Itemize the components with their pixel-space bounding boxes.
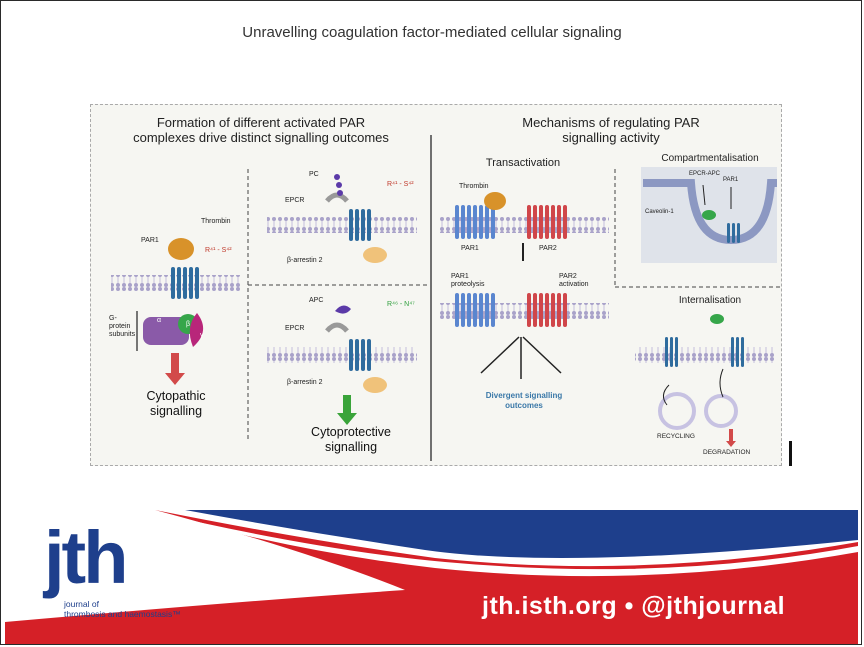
par2-receptor-trans-2 [527,293,567,327]
arrestin-label-bottom: β-arrestin 2 [287,379,323,386]
epcr-top [325,192,349,203]
epcr-bottom [325,322,349,333]
par1-receptor-internal [665,337,678,367]
recycling-arrow [663,384,670,406]
par1-label: PAR1 [141,237,159,244]
par1-epcr-receptor [349,209,371,241]
arrestin-top [363,247,387,263]
footer-banner [5,510,858,644]
par2-trans-label: PAR2 [539,245,557,252]
top-cleavage-site: R⁴¹ - S⁴² [387,181,414,188]
logo-subtitle-2: thrombosis and haemostasis™ [64,609,181,619]
recycling-label: RECYCLING [657,433,695,440]
par1-trans-label: PAR1 [461,245,479,252]
footer-swoosh [5,510,858,644]
green-down-arrow [337,395,357,425]
arrestin-label-top: β-arrestin 2 [287,257,323,264]
thrombin-label: Thrombin [201,218,231,225]
g-beta-label: β [186,321,191,328]
par1-receptor-trans-2 [455,293,495,327]
thrombin-blob-trans [484,192,506,210]
apc-label: APC [309,297,324,304]
white-swoosh [145,510,858,577]
degradation-vesicle [704,394,738,428]
red-down-arrow [165,353,185,385]
g-protein-alpha [143,317,189,345]
par1-receptor-internal-2 [731,337,744,367]
membrane-top-right [267,217,417,233]
footer-website[interactable]: jth.isth.org • @jthjournal [482,592,786,620]
navy-swoosh [185,510,858,558]
thrombin-trans-label: Thrombin [459,183,489,190]
par1-caveola-label: PAR1 [723,177,739,183]
par1-cleavage-site: R⁴¹ - S⁴² [205,247,232,254]
recycling-vesicle [658,392,696,430]
thrombin-blob-left [168,238,194,260]
divergent-arrows [480,336,562,379]
par1-receptor-caveola [727,223,740,243]
pc-bead-1 [334,174,340,180]
compartmentalisation-title: Compartmentalisation [661,153,759,164]
jth-logo: jth [44,516,128,599]
degradation-label: DEGRADATION [703,449,751,456]
side-bar [789,441,792,466]
arrestin-bottom [363,377,387,393]
pc-bead-2 [336,182,342,188]
membrane-par1 [111,275,241,291]
epcr-apc-label: EPCR-APC [689,171,721,177]
logo-subtitle-1: journal of [64,599,99,609]
par1-receptor [171,267,199,299]
internal-arrow [719,368,724,398]
apc-internal [710,314,724,324]
internalisation-title: Internalisation [678,295,742,306]
g-alpha-label: α [157,317,162,324]
membrane-bottom-right [267,347,417,363]
epcr-apc-arrow [702,184,706,206]
transactivation-title: Transactivation [485,157,561,169]
g-gamma-label: γ [200,332,204,339]
apc-shape [335,305,351,314]
figure-artwork [111,135,781,461]
par2-receptor-trans [527,205,567,239]
apc-caveola [702,210,716,220]
degradation-arrow [726,429,736,447]
par1-apc-receptor [349,339,371,371]
epcr-label-bottom: EPCR [285,325,305,332]
red-swoosh [5,510,858,644]
g-protein-gamma [189,313,204,347]
pc-label: PC [309,171,319,178]
caveolin-label: Caveolin-1 [645,209,674,215]
pc-bead-3 [337,190,343,196]
bottom-cleavage-site: R⁴⁶ - N⁴⁷ [387,301,415,308]
membrane-internalisation [635,347,775,363]
slide-title: Unravelling coagulation factor-mediated … [242,24,622,41]
par1-receptor-trans [455,205,495,239]
epcr-label-top: EPCR [285,197,305,204]
caveola-membrane [643,179,777,245]
